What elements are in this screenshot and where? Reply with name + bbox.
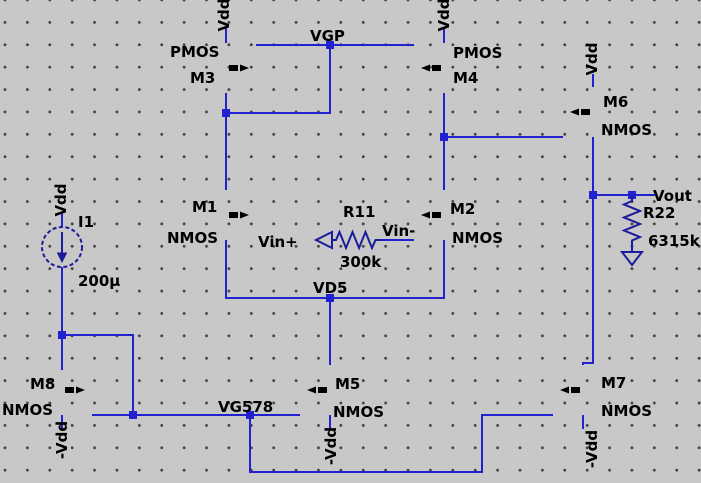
net-label-vdd-m3[interactable]: Vdd xyxy=(215,0,233,32)
net-label-vss-m5[interactable]: -Vdd xyxy=(322,427,340,465)
junction-dot xyxy=(326,41,334,49)
wire-segment[interactable] xyxy=(582,137,594,365)
transistor-m6[interactable] xyxy=(563,87,593,137)
ref-label-r22[interactable]: R22 xyxy=(643,204,675,222)
transistor-m3[interactable] xyxy=(226,43,256,93)
value-label-r22[interactable]: 6315k xyxy=(648,232,701,250)
model-label-m6[interactable]: NMOS xyxy=(601,121,652,139)
ref-label-m3[interactable]: M3 xyxy=(190,69,215,87)
transistor-m7[interactable] xyxy=(553,365,583,415)
net-label-vdd-i1[interactable]: Vdd xyxy=(52,183,70,216)
wire-segment[interactable] xyxy=(249,414,553,473)
model-label-m7[interactable]: NMOS xyxy=(601,402,652,420)
model-label-m5[interactable]: NMOS xyxy=(333,403,384,421)
transistor-m4[interactable] xyxy=(414,43,444,93)
transistor-m1[interactable] xyxy=(226,190,256,240)
ground-symbol-r22[interactable] xyxy=(619,251,645,267)
wire-segment[interactable] xyxy=(226,45,331,114)
wire-segment[interactable] xyxy=(225,240,445,299)
value-label-i1[interactable]: 200µ xyxy=(78,272,120,290)
ref-label-m1[interactable]: M1 xyxy=(192,198,217,216)
ref-label-m5[interactable]: M5 xyxy=(335,375,360,393)
junction-dot xyxy=(246,411,254,419)
ref-label-r11[interactable]: R11 xyxy=(343,203,375,221)
current-source-i1-symbol[interactable] xyxy=(41,226,83,268)
model-label-m2[interactable]: NMOS xyxy=(452,229,503,247)
junction-dot xyxy=(440,133,448,141)
transistor-m2[interactable] xyxy=(414,190,444,240)
net-label-vin-plus[interactable]: Vin+ xyxy=(258,233,298,251)
junction-dot xyxy=(326,294,334,302)
junction-dot xyxy=(222,109,230,117)
ref-label-m2[interactable]: M2 xyxy=(450,200,475,218)
net-label-vgp[interactable]: VGP xyxy=(310,27,345,45)
net-label-vdd-m4[interactable]: Vdd xyxy=(435,0,453,32)
net-label-vd5[interactable]: VD5 xyxy=(313,279,348,297)
wires xyxy=(61,27,655,473)
net-label-vg578[interactable]: VG578 xyxy=(218,398,273,416)
junction-dot xyxy=(589,191,597,199)
resistor-r11-symbol[interactable] xyxy=(332,229,381,251)
ground-symbol-r11[interactable] xyxy=(313,230,333,250)
model-label-m4[interactable]: PMOS xyxy=(453,44,502,62)
ref-label-m8[interactable]: M8 xyxy=(30,375,55,393)
net-label-vdd-m6[interactable]: Vdd xyxy=(583,42,601,75)
net-label-vss-m8[interactable]: -Vdd xyxy=(53,421,71,459)
junctions xyxy=(58,41,636,419)
net-label-vss-m7[interactable]: -Vdd xyxy=(583,430,601,468)
value-label-r11[interactable]: 300k xyxy=(340,253,382,271)
transistor-m5[interactable] xyxy=(300,365,330,415)
net-label-vout[interactable]: Vout xyxy=(653,187,692,205)
junction-dot xyxy=(129,411,137,419)
resistor-r22-symbol[interactable] xyxy=(621,195,643,252)
ref-label-m4[interactable]: M4 xyxy=(453,69,478,87)
ref-label-m6[interactable]: M6 xyxy=(603,93,628,111)
model-label-m1[interactable]: NMOS xyxy=(167,229,218,247)
wire-segment[interactable] xyxy=(62,334,134,415)
model-label-m3[interactable]: PMOS xyxy=(170,43,219,61)
ref-label-m7[interactable]: M7 xyxy=(601,374,626,392)
junction-dot xyxy=(58,331,66,339)
ref-label-i1[interactable]: I1 xyxy=(78,213,94,231)
transistor-m8[interactable] xyxy=(62,365,92,415)
model-label-m8[interactable]: NMOS xyxy=(2,401,53,419)
net-label-vin-minus[interactable]: Vin- xyxy=(382,222,415,240)
